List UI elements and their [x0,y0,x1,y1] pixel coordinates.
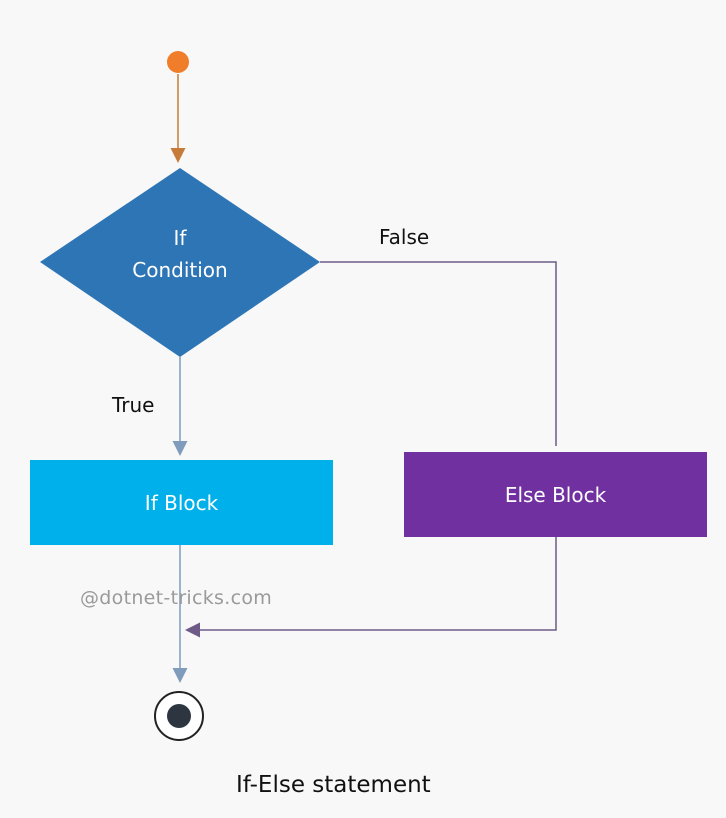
false-label: False [379,225,430,249]
end-node-dot [167,704,191,728]
else-block-box [404,452,707,537]
else-return-connector [185,537,557,638]
diagram-caption: If-Else statement [236,772,431,798]
true-label: True [112,393,155,417]
start-node [167,51,189,73]
condition-label: If Condition [80,222,280,286]
if-block-label: If Block [144,490,219,515]
condition-line-2: Condition [132,258,228,282]
false-connector [320,261,557,446]
condition-line-1: If [173,226,187,250]
else-block-label: Else Block [504,482,607,507]
condition-diamond [40,168,320,357]
if-block-box [30,460,333,545]
watermark: @dotnet-tricks.com [80,587,273,609]
